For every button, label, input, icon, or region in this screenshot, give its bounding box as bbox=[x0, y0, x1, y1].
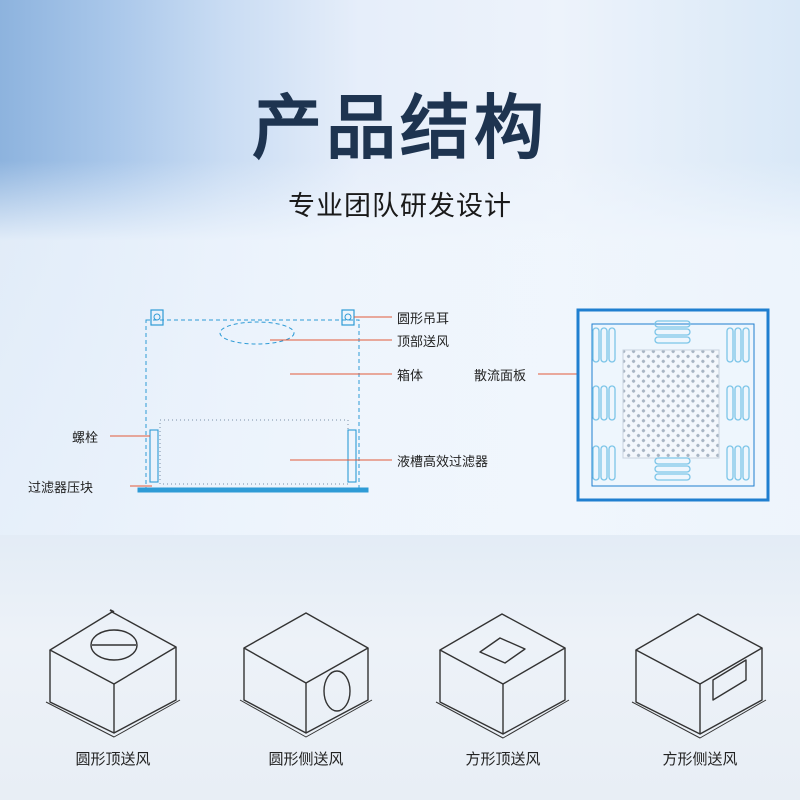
top-background bbox=[0, 0, 800, 535]
top-outlet-ellipse bbox=[219, 321, 295, 345]
bolt-left bbox=[149, 429, 159, 483]
base-plate bbox=[137, 487, 369, 493]
variant-label-square-side: 方形侧送风 bbox=[662, 750, 738, 768]
label-top-outlet: 顶部送风 bbox=[397, 335, 450, 350]
variant-label-square-top: 方形顶送风 bbox=[465, 750, 541, 768]
label-filter: 液槽高效过滤器 bbox=[397, 455, 489, 470]
perforated-mesh bbox=[622, 349, 720, 459]
bottom-background bbox=[0, 535, 800, 800]
label-filter-clamp: 过滤器压块 bbox=[28, 481, 94, 496]
page-title: 产品结构 bbox=[252, 87, 548, 169]
label-round-lug: 圆形吊耳 bbox=[397, 312, 450, 327]
bolt-right bbox=[347, 429, 357, 483]
round-side-outlet-box-icon bbox=[239, 612, 373, 738]
panel-inner-frame bbox=[591, 323, 755, 487]
variant-label-round-top: 圆形顶送风 bbox=[75, 750, 151, 768]
round-lug-icon bbox=[150, 309, 164, 326]
diffuser-slots bbox=[592, 320, 750, 481]
square-top-outlet-box-icon bbox=[435, 613, 570, 739]
round-top-outlet-box-icon bbox=[45, 609, 181, 738]
page-subtitle: 专业团队研发设计 bbox=[288, 191, 512, 222]
label-diffuser-panel: 散流面板 bbox=[474, 369, 527, 384]
label-box-body: 箱体 bbox=[397, 369, 424, 384]
box-body-outline bbox=[145, 319, 360, 491]
square-side-outlet-box-icon bbox=[631, 613, 767, 739]
variant-label-round-side: 圆形侧送风 bbox=[268, 750, 344, 768]
label-bolt: 螺栓 bbox=[72, 431, 99, 446]
